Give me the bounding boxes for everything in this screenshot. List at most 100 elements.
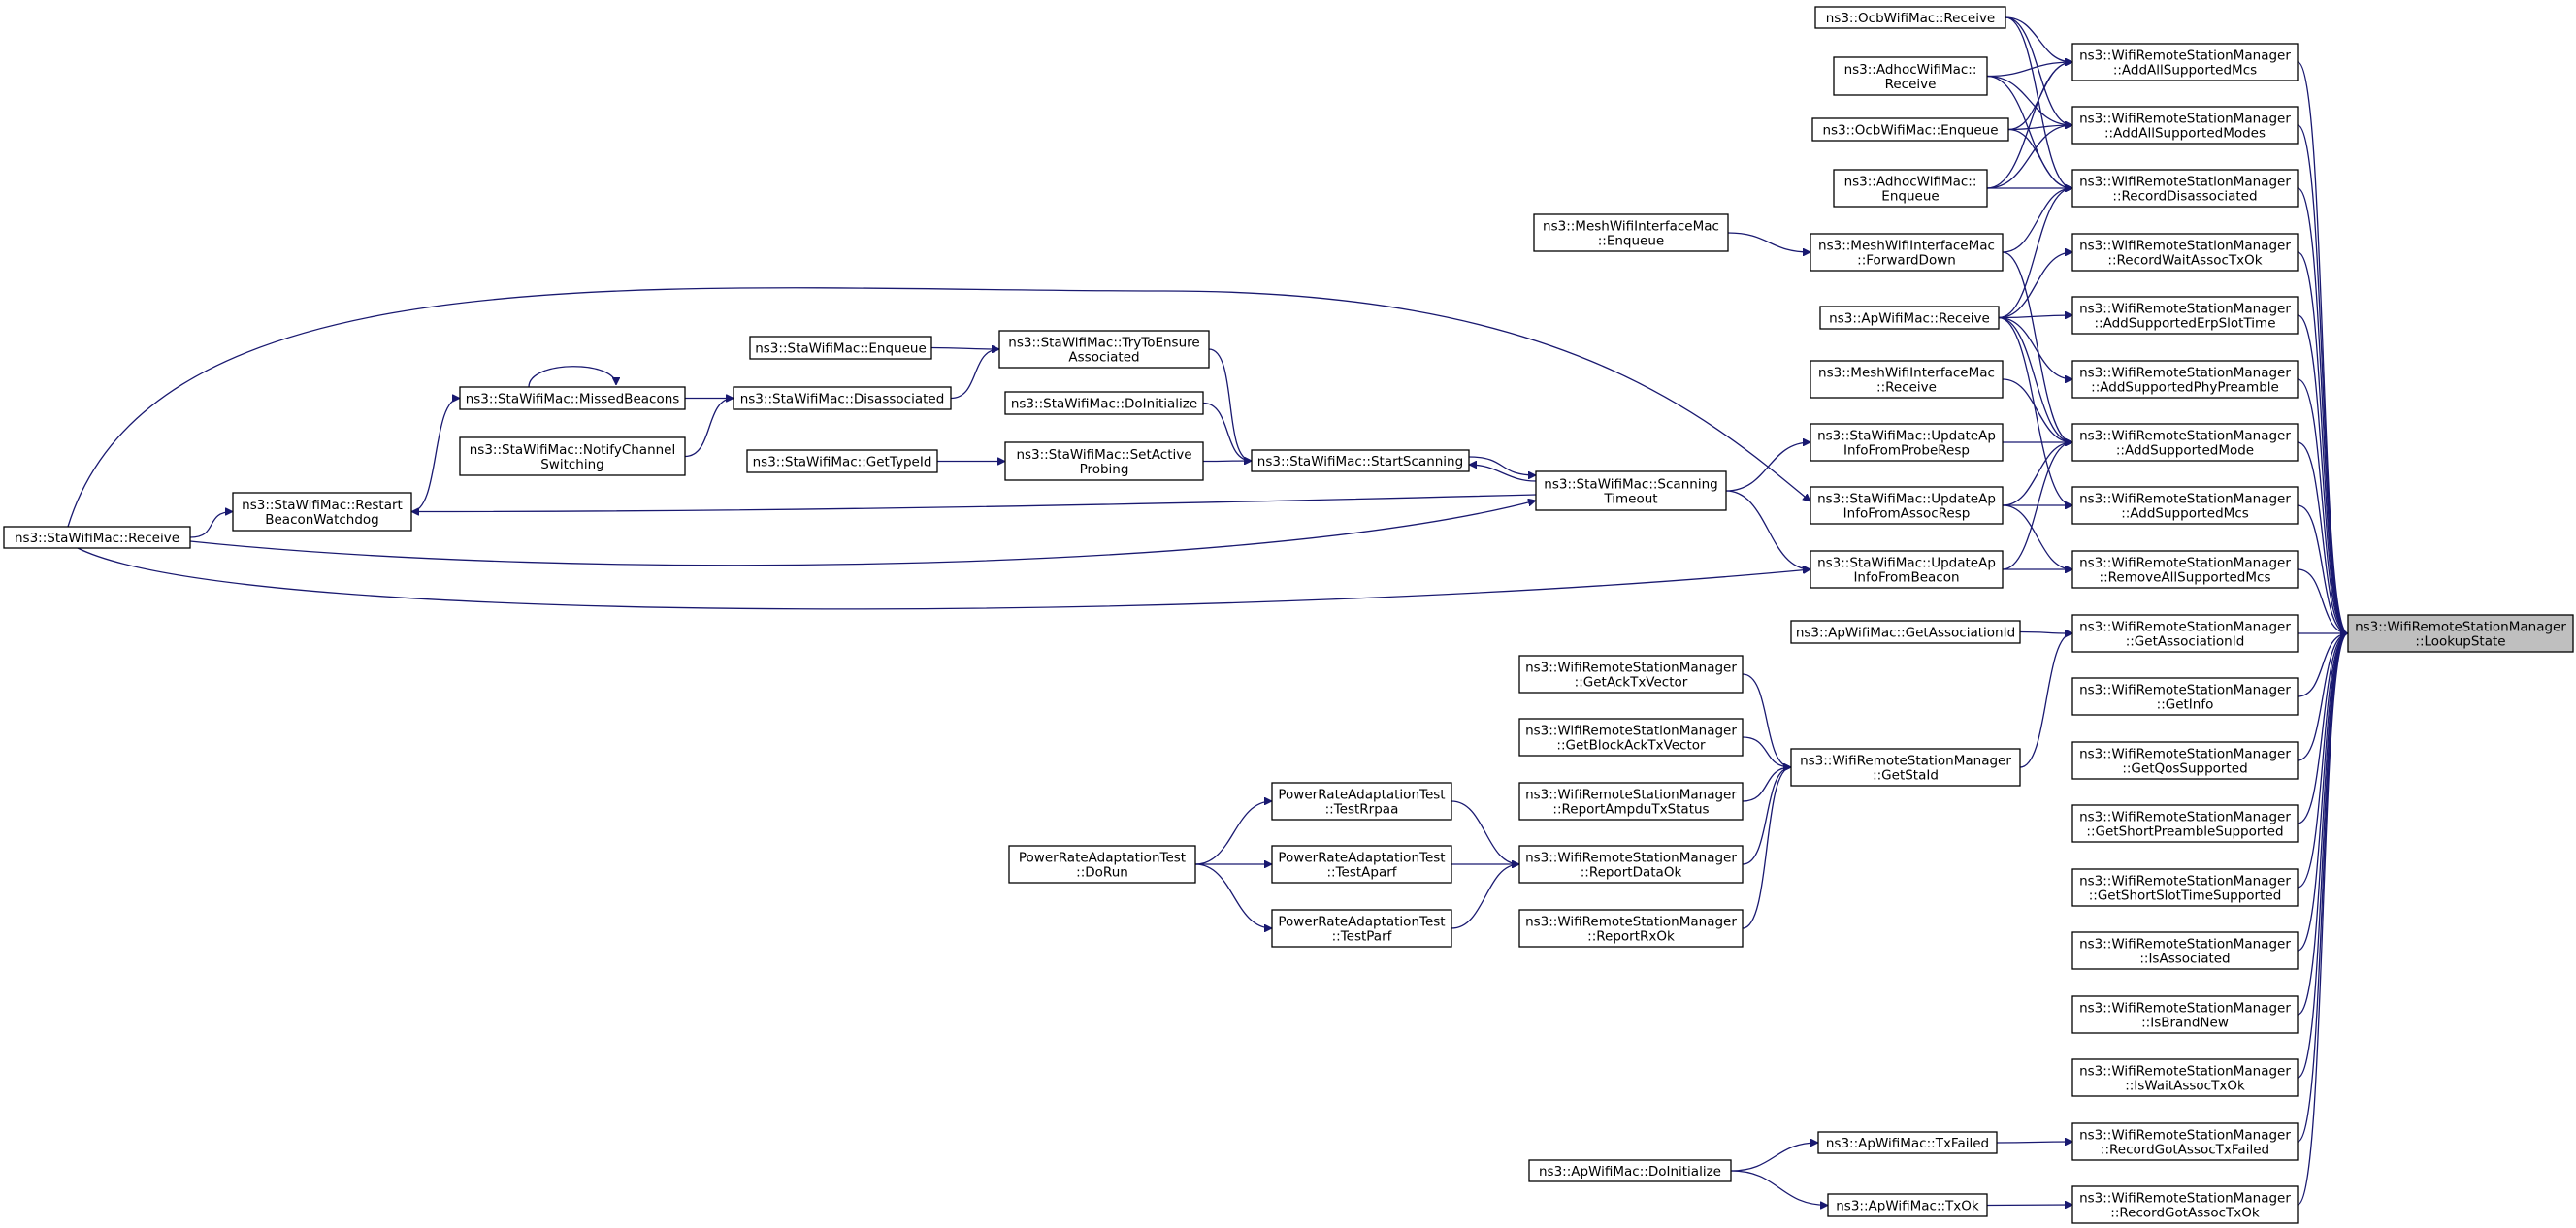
node-label-line: ::GetShortSlotTimeSupported: [2089, 889, 2282, 904]
node-addAllModes[interactable]: ns3::WifiRemoteStationManager::AddAllSup…: [2071, 106, 2299, 145]
node-addMode[interactable]: ns3::WifiRemoteStationManager::AddSuppor…: [2071, 423, 2299, 462]
node-box: [2071, 423, 2299, 462]
edge-adhocEnq-to-addAllModes: [1986, 125, 2072, 189]
node-staRecv[interactable]: ns3::StaWifiMac::Receive: [3, 526, 191, 549]
node-meshEnq[interactable]: ns3::MeshWifiInterfaceMac::Enqueue: [1533, 213, 1729, 252]
node-label-line: InfoFromProbeResp: [1843, 443, 1970, 459]
node-apGetAssoc[interactable]: ns3::ApWifiMac::GetAssociationId: [1790, 620, 2021, 644]
node-reportRx[interactable]: ns3::WifiRemoteStationManager::ReportRxO…: [1518, 909, 1744, 948]
node-box: [1518, 845, 1744, 884]
node-layer: ns3::WifiRemoteStationManager::LookupSta…: [3, 6, 2574, 1224]
node-box: [1008, 845, 1196, 884]
node-recGotFail[interactable]: ns3::WifiRemoteStationManager::RecordGot…: [2071, 1122, 2299, 1161]
node-getQos[interactable]: ns3::WifiRemoteStationManager::GetQosSup…: [2071, 741, 2299, 780]
node-getBlockAck[interactable]: ns3::WifiRemoteStationManager::GetBlockA…: [1518, 718, 1744, 757]
node-meshFwd[interactable]: ns3::MeshWifiInterfaceMac::ForwardDown: [1810, 233, 2004, 272]
node-isBrand[interactable]: ns3::WifiRemoteStationManager::IsBrandNe…: [2071, 995, 2299, 1034]
edge-apTxOk-to-recGotOk: [1986, 1205, 2072, 1206]
node-doRun[interactable]: PowerRateAdaptationTest::DoRun: [1008, 845, 1196, 884]
edge-getInfo-to-lookup: [2297, 633, 2349, 697]
node-addErp[interactable]: ns3::WifiRemoteStationManager::AddSuppor…: [2071, 296, 2299, 335]
edge-adhocRecv-to-addAllModes: [1986, 75, 2072, 126]
node-label-line: ns3::StaWifiMac::Enqueue: [755, 341, 927, 357]
node-label-line: ::ReportAmpduTxStatus: [1552, 802, 1709, 818]
node-label-line: PowerRateAdaptationTest: [1278, 851, 1445, 866]
node-box: [998, 330, 1210, 369]
edge-ocbRecv-to-addAllMcs: [2005, 16, 2072, 62]
node-getInfo[interactable]: ns3::WifiRemoteStationManager::GetInfo: [2071, 677, 2299, 716]
node-isAssoc[interactable]: ns3::WifiRemoteStationManager::IsAssocia…: [2071, 931, 2299, 970]
node-label-line: ::TestAparf: [1326, 865, 1397, 881]
node-ocbRecv[interactable]: ns3::OcbWifiMac::Receive: [1814, 6, 2006, 29]
edge-updBeacon-to-addMode: [2002, 442, 2073, 570]
node-label-line: Associated: [1068, 350, 1139, 366]
node-staEnq[interactable]: ns3::StaWifiMac::Enqueue: [749, 336, 932, 360]
node-apTxFailed[interactable]: ns3::ApWifiMac::TxFailed: [1817, 1131, 1998, 1154]
node-getShortSlot[interactable]: ns3::WifiRemoteStationManager::GetShortS…: [2071, 868, 2299, 907]
node-updProbe[interactable]: ns3::StaWifiMac::UpdateApInfoFromProbeRe…: [1810, 423, 2004, 462]
node-label-line: ns3::WifiRemoteStationManager: [2079, 48, 2291, 64]
node-label-line: ::AddSupportedErpSlotTime: [2094, 316, 2275, 332]
node-getStaId[interactable]: ns3::WifiRemoteStationManager::GetStaId: [1790, 748, 2021, 787]
node-box: [2071, 296, 2299, 335]
node-box: [1833, 56, 1988, 96]
node-label-line: ns3::StaWifiMac::Restart: [242, 498, 403, 513]
node-testAparf[interactable]: PowerRateAdaptationTest::TestAparf: [1271, 845, 1452, 884]
node-testParf[interactable]: PowerRateAdaptationTest::TestParf: [1271, 909, 1452, 948]
edge-disassoc-to-tryEnsure: [950, 349, 1000, 400]
node-getAck[interactable]: ns3::WifiRemoteStationManager::GetAckTxV…: [1518, 655, 1744, 694]
node-meshRecv[interactable]: ns3::MeshWifiInterfaceMac::Receive: [1810, 360, 2004, 399]
node-box: [1518, 655, 1744, 694]
node-adhocRecv[interactable]: ns3::AdhocWifiMac::Receive: [1833, 56, 1988, 96]
node-label-line: ns3::StaWifiMac::StartScanning: [1257, 454, 1463, 469]
node-ocbEnq[interactable]: ns3::OcbWifiMac::Enqueue: [1811, 117, 2009, 142]
node-isWait[interactable]: ns3::WifiRemoteStationManager::IsWaitAss…: [2071, 1058, 2299, 1097]
node-box: [1518, 782, 1744, 821]
node-label-line: InfoFromBeacon: [1853, 570, 1959, 586]
node-box: [1790, 620, 2021, 644]
node-recWait[interactable]: ns3::WifiRemoteStationManager::RecordWai…: [2071, 233, 2299, 272]
node-disassoc[interactable]: ns3::StaWifiMac::Disassociated: [733, 386, 952, 410]
node-staDoInit[interactable]: ns3::StaWifiMac::DoInitialize: [1004, 391, 1204, 415]
node-label-line: InfoFromAssocResp: [1843, 506, 1971, 522]
node-label-line: ns3::WifiRemoteStationManager: [1525, 788, 1737, 803]
node-apDoInit[interactable]: ns3::ApWifiMac::DoInitialize: [1528, 1159, 1732, 1182]
node-missed[interactable]: ns3::StaWifiMac::MissedBeacons: [459, 386, 686, 410]
node-box: [746, 449, 938, 473]
node-recDisassoc[interactable]: ns3::WifiRemoteStationManager::RecordDis…: [2071, 169, 2299, 208]
node-addAllMcs[interactable]: ns3::WifiRemoteStationManager::AddAllSup…: [2071, 43, 2299, 81]
node-label-line: Timeout: [1603, 492, 1657, 507]
edge-isWait-to-lookup: [2297, 633, 2349, 1079]
edge-getShortPre-to-lookup: [2297, 633, 2349, 824]
node-box: [1819, 306, 2000, 330]
node-removeAll[interactable]: ns3::WifiRemoteStationManager::RemoveAll…: [2071, 550, 2299, 589]
edge-testRrpaa-to-reportData: [1451, 800, 1519, 864]
node-apRecv[interactable]: ns3::ApWifiMac::Receive: [1819, 306, 2000, 330]
node-adhocEnq[interactable]: ns3::AdhocWifiMac::Enqueue: [1833, 169, 1988, 208]
node-recGotOk[interactable]: ns3::WifiRemoteStationManager::RecordGot…: [2071, 1185, 2299, 1224]
node-startScan[interactable]: ns3::StaWifiMac::StartScanning: [1251, 449, 1470, 472]
node-apTxOk[interactable]: ns3::ApWifiMac::TxOk: [1827, 1193, 1988, 1217]
node-updAssoc[interactable]: ns3::StaWifiMac::UpdateApInfoFromAssocRe…: [1810, 486, 2004, 525]
node-getType[interactable]: ns3::StaWifiMac::GetTypeId: [746, 449, 938, 473]
edge-missed-to-missed: [528, 366, 616, 388]
node-getAssocId[interactable]: ns3::WifiRemoteStationManager::GetAssoci…: [2071, 614, 2299, 653]
node-lookup[interactable]: ns3::WifiRemoteStationManager::LookupSta…: [2347, 614, 2574, 653]
node-reportData[interactable]: ns3::WifiRemoteStationManager::ReportDat…: [1518, 845, 1744, 884]
node-testRrpaa[interactable]: PowerRateAdaptationTest::TestRrpaa: [1271, 782, 1452, 821]
node-addPhy[interactable]: ns3::WifiRemoteStationManager::AddSuppor…: [2071, 360, 2299, 399]
edge-scanTimeout-to-startScan: [1469, 465, 1537, 482]
node-getShortPre[interactable]: ns3::WifiRemoteStationManager::GetShortP…: [2071, 804, 2299, 843]
node-reportAmpdu[interactable]: ns3::WifiRemoteStationManager::ReportAmp…: [1518, 782, 1744, 821]
node-box: [3, 526, 191, 549]
edge-getAck-to-getStaId: [1742, 673, 1792, 767]
node-addMcs[interactable]: ns3::WifiRemoteStationManager::AddSuppor…: [2071, 486, 2299, 525]
edge-updAssoc-to-addMode: [2002, 442, 2072, 506]
node-box: [1271, 782, 1452, 821]
